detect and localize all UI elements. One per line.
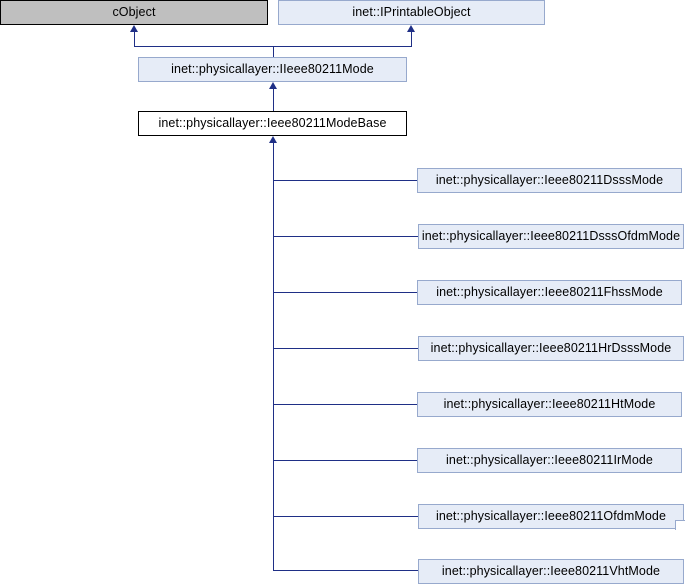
inheritance-arrowhead-iieee80211mode <box>269 82 277 89</box>
class-node-dsss[interactable]: inet::physicallayer::Ieee80211DsssMode <box>417 168 682 193</box>
class-node-ir[interactable]: inet::physicallayer::Ieee80211IrMode <box>417 448 682 473</box>
class-node-label: inet::physicallayer::IIeee80211Mode <box>171 62 374 77</box>
class-node-label: inet::physicallayer::Ieee80211ModeBase <box>158 116 387 131</box>
class-node-label: inet::physicallayer::Ieee80211DsssOfdmMo… <box>421 229 681 244</box>
edge-cobject-stub <box>134 31 135 47</box>
class-node-ofdm[interactable]: inet::physicallayer::Ieee80211OfdmMode <box>418 504 684 529</box>
class-node-label: inet::IPrintableObject <box>352 5 471 20</box>
edge-join-to-iieee80211mode <box>273 46 274 57</box>
corner-fold-marker <box>675 520 685 530</box>
class-node-label: inet::physicallayer::Ieee80211IrMode <box>446 453 653 468</box>
class-node-fhss[interactable]: inet::physicallayer::Ieee80211FhssMode <box>417 280 682 305</box>
class-node-ht[interactable]: inet::physicallayer::Ieee80211HtMode <box>417 392 682 417</box>
edge-branch-ofdm <box>273 516 418 517</box>
edge-iprintableobject-stub <box>411 31 412 47</box>
inheritance-arrowhead-iprintableobject <box>407 25 415 32</box>
class-node-ieee80211modebase[interactable]: inet::physicallayer::Ieee80211ModeBase <box>138 111 407 136</box>
class-node-hrdsss[interactable]: inet::physicallayer::Ieee80211HrDsssMode <box>418 336 684 361</box>
edge-branch-vht <box>273 570 418 571</box>
edge-derived-trunk <box>273 142 274 570</box>
class-node-label: inet::physicallayer::Ieee80211DsssMode <box>435 173 664 188</box>
inheritance-arrowhead-cobject <box>130 25 138 32</box>
class-node-iprintableobject[interactable]: inet::IPrintableObject <box>278 0 545 25</box>
edge-branch-dsssofdm <box>273 236 418 237</box>
class-node-cobject[interactable]: cObject <box>0 0 268 25</box>
class-node-dsssofdm[interactable]: inet::physicallayer::Ieee80211DsssOfdmMo… <box>418 224 684 249</box>
edge-branch-fhss <box>273 292 417 293</box>
class-node-vht[interactable]: inet::physicallayer::Ieee80211VhtMode <box>418 559 684 584</box>
edge-branch-ht <box>273 404 417 405</box>
class-node-label: cObject <box>112 5 156 20</box>
class-node-iieee80211mode[interactable]: inet::physicallayer::IIeee80211Mode <box>138 57 407 82</box>
class-node-label: inet::physicallayer::Ieee80211VhtMode <box>441 564 661 579</box>
class-node-label: inet::physicallayer::Ieee80211FhssMode <box>436 285 663 300</box>
edge-modebase-to-iieee80211mode <box>273 88 274 111</box>
class-node-label: inet::physicallayer::Ieee80211HrDsssMode <box>430 341 672 356</box>
class-node-label: inet::physicallayer::Ieee80211HtMode <box>443 397 656 412</box>
class-node-label: inet::physicallayer::Ieee80211OfdmMode <box>435 509 667 524</box>
inheritance-arrowhead-ieee80211modebase <box>269 136 277 143</box>
edge-branch-hrdsss <box>273 348 418 349</box>
edge-branch-dsss <box>273 180 417 181</box>
edge-branch-ir <box>273 460 417 461</box>
